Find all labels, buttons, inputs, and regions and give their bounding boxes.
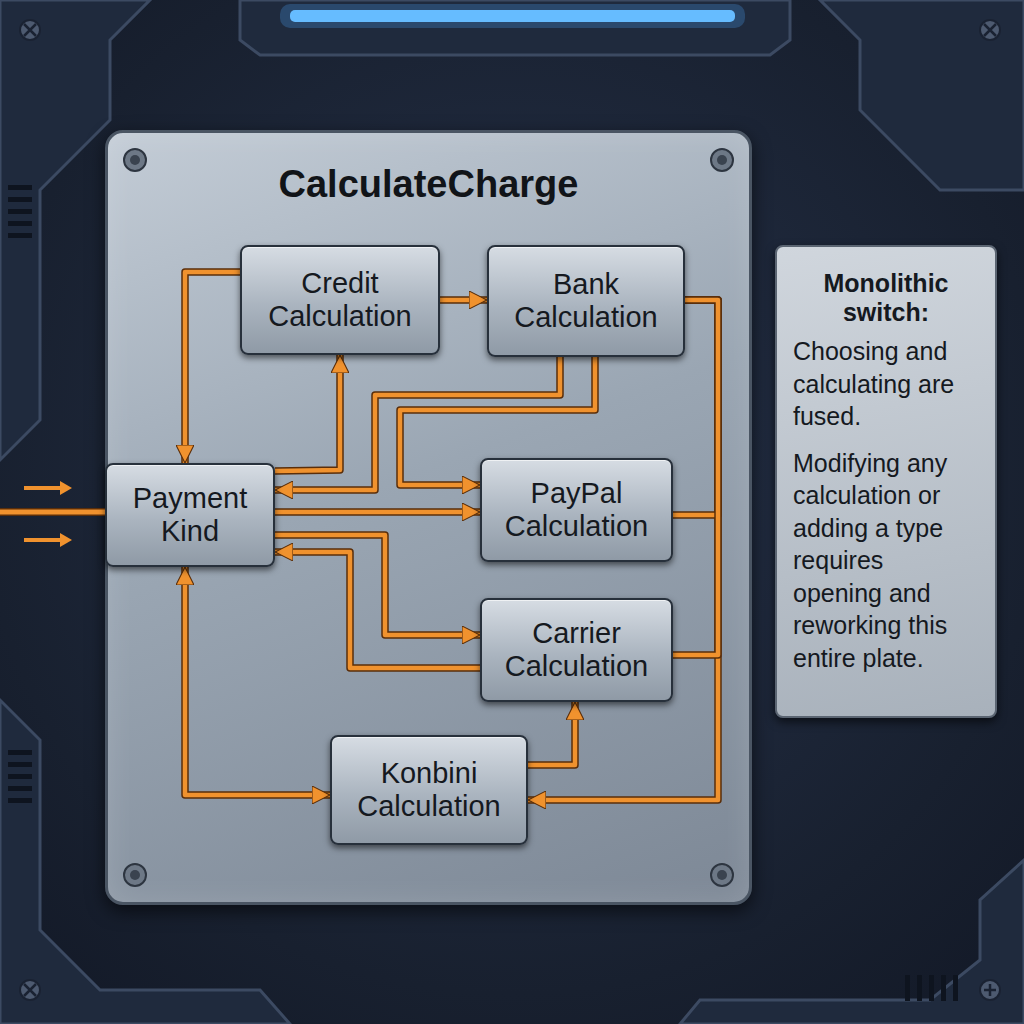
wire [440, 298, 487, 303]
connector-wire [275, 512, 480, 513]
box-label: Carrier Calculation [494, 617, 659, 684]
note-text: Modifying any calculation or adding a ty… [793, 447, 979, 675]
box-label: PayPal Calculation [494, 477, 659, 544]
wire [275, 510, 480, 515]
wire-shadow [528, 300, 718, 800]
box-label: Konbini Calculation [344, 757, 514, 824]
bank-box: Bank Calculation [487, 245, 685, 357]
konbini-box: Konbini Calculation [330, 735, 528, 845]
paypal-box: PayPal Calculation [480, 458, 673, 562]
note-panel: Monolithic switch: Choosing and calculati… [775, 245, 997, 718]
wire [185, 567, 330, 795]
wire-shadow [528, 702, 575, 765]
wire-shadow [185, 567, 330, 795]
box-label: Payment Kind [119, 482, 261, 549]
carrier-box: Carrier Calculation [480, 598, 673, 702]
switch-plate: CalculateChargeCredit Calculation Bank Ca… [105, 130, 752, 905]
wire-shadow [275, 355, 340, 471]
wire-shadow [275, 552, 480, 668]
wire [528, 300, 718, 800]
wire-shadow [400, 357, 595, 485]
connector-wire [673, 300, 718, 655]
note-text: Choosing and calculating are fused. [793, 335, 979, 433]
wire-shadow [673, 300, 718, 515]
connector-wire [673, 300, 718, 515]
connector-wire [400, 357, 595, 485]
payment-kind-box: Payment Kind [105, 463, 275, 567]
credit-box: Credit Calculation [240, 245, 440, 355]
note-heading: Monolithic switch: [793, 269, 979, 327]
wire-shadow [440, 296, 487, 304]
connector-wire [275, 355, 340, 471]
wire-shadow [275, 357, 560, 490]
wire [528, 702, 575, 765]
wire [673, 300, 718, 515]
wire [275, 552, 480, 668]
box-label: Credit Calculation [254, 267, 426, 334]
wire [400, 357, 595, 485]
connector-wire [185, 567, 330, 795]
connector-wire [185, 272, 240, 463]
wire [275, 355, 340, 471]
wire-shadow [673, 300, 718, 655]
wire [185, 272, 240, 463]
wire-shadow [275, 508, 480, 516]
plate-title: CalculateCharge [108, 163, 749, 206]
connector-wire [528, 702, 575, 765]
connector-wire [275, 552, 480, 668]
connector-wire [275, 357, 560, 490]
wire-shadow [185, 272, 240, 463]
connector-wire [528, 300, 718, 800]
box-label: Bank Calculation [501, 268, 671, 335]
wire [275, 357, 560, 490]
connector-wire [440, 300, 487, 301]
wire [673, 300, 718, 655]
